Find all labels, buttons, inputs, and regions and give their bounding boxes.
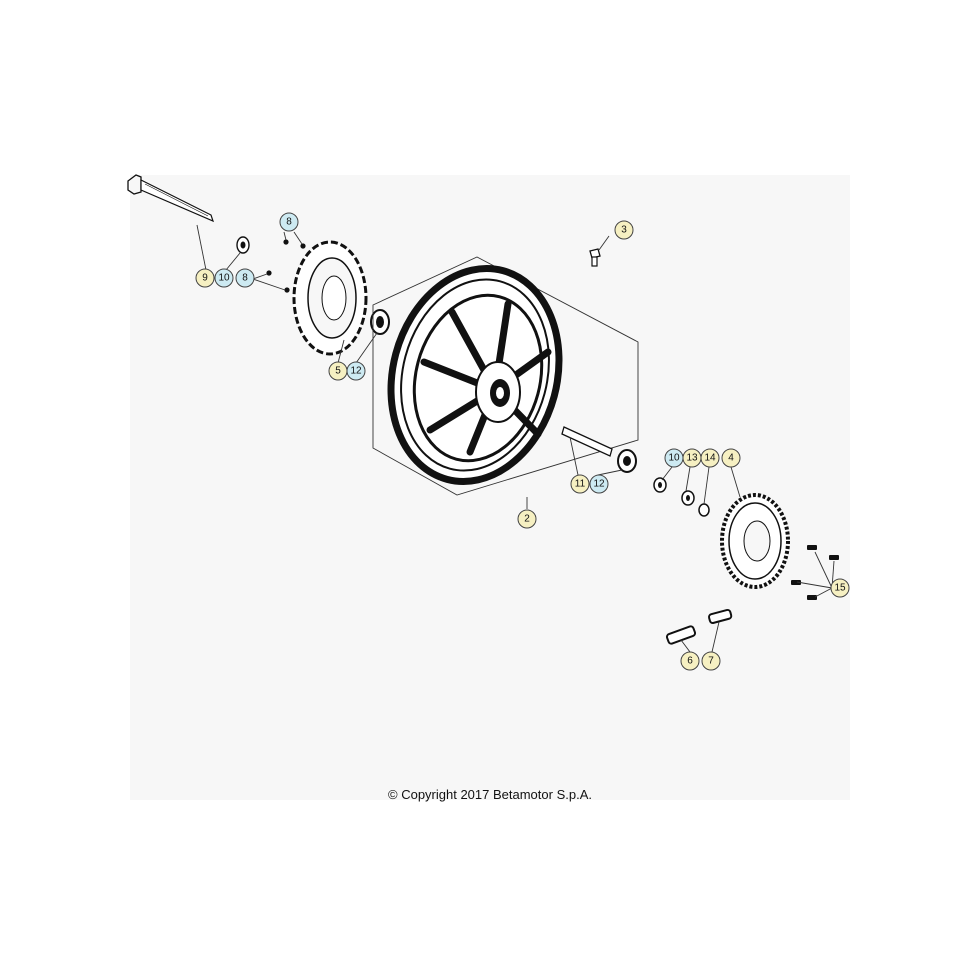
callout-8: 8 [235,268,255,288]
sprocket-spacers-part [653,477,710,517]
svg-text:11: 11 [575,479,586,490]
svg-text:8: 8 [286,217,292,228]
callout-3: 3 [614,220,634,240]
callout-15: 15 [830,578,850,598]
callout-12: 12 [589,474,609,494]
callout-10: 10 [214,268,234,288]
svg-text:5: 5 [335,366,341,377]
svg-text:13: 13 [686,453,698,464]
svg-text:15: 15 [834,583,846,594]
chain-link-part [665,608,733,645]
svg-text:9: 9 [202,273,208,284]
svg-text:7: 7 [708,656,714,667]
svg-text:10: 10 [218,273,230,284]
callout-12: 12 [346,361,366,381]
spacer-part [561,426,613,457]
callout-5: 5 [328,361,348,381]
wheel-rim-part [387,265,563,485]
callout-14: 14 [700,448,720,468]
svg-text:3: 3 [621,225,627,236]
callout-8: 8 [279,212,299,232]
callout-11: 11 [570,474,590,494]
callout-7: 7 [701,651,721,671]
svg-text:12: 12 [350,366,362,377]
svg-text:14: 14 [704,453,716,464]
svg-text:6: 6 [687,656,693,667]
axle-bolt-part [127,174,214,223]
callout-10: 10 [664,448,684,468]
svg-text:2: 2 [524,514,530,525]
callout-6: 6 [680,651,700,671]
svg-text:12: 12 [593,479,605,490]
sprocket-bolts-part [791,545,839,600]
svg-text:8: 8 [242,273,248,284]
callout-9: 9 [195,268,215,288]
callout-4: 4 [721,448,741,468]
wheel-outline-box [372,256,639,496]
svg-text:10: 10 [668,453,680,464]
svg-text:4: 4 [728,453,734,464]
disc-screws-part [266,239,306,293]
rear-sprocket-part [720,493,790,589]
valve-part [589,248,601,267]
leader-lines [196,224,835,653]
wheel-bearing-left-part [370,309,390,335]
copyright-notice: © Copyright 2017 Betamotor S.p.A. [388,787,592,802]
wheel-bearing-right-part [617,449,637,473]
spacer-washer-part [236,236,250,254]
callout-2: 2 [517,509,537,529]
brake-disc-part [292,240,368,356]
callout-13: 13 [682,448,702,468]
